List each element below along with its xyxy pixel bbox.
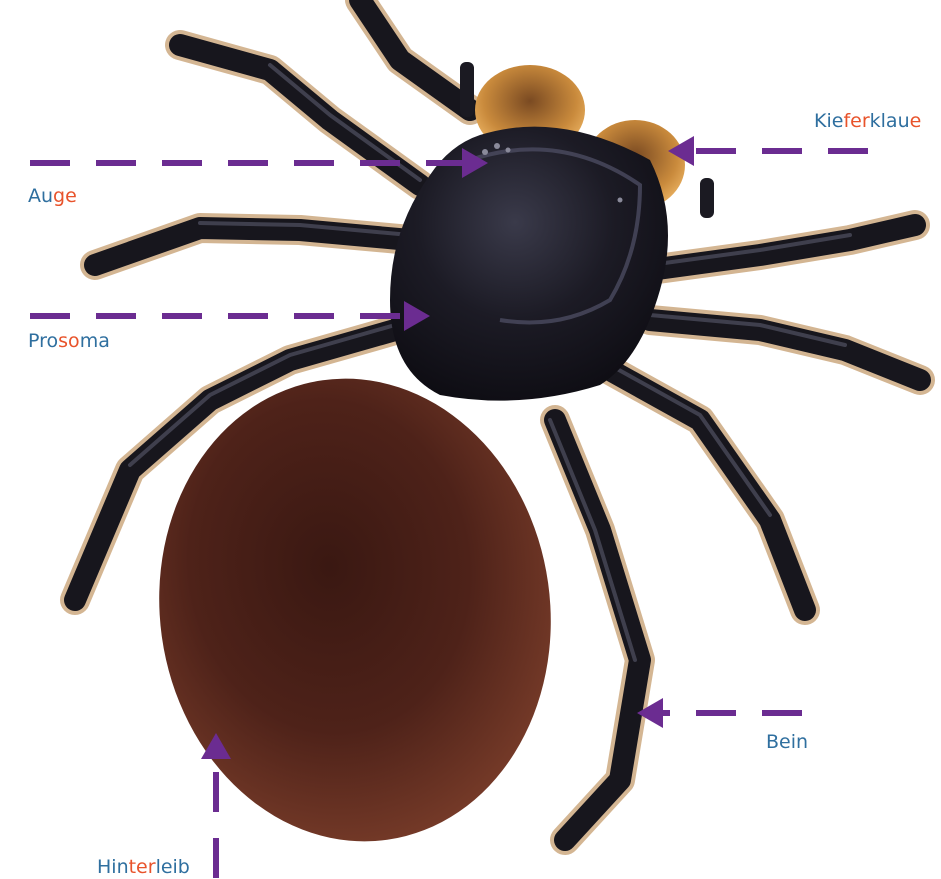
label-hinterleib: Hinterleib (97, 858, 190, 877)
auge-label-segment: Au (28, 185, 53, 207)
hinterleib-label-segment: ter (129, 856, 156, 878)
kieferklaue-label-segment: klau (870, 110, 910, 132)
hinterleib-label-segment: leib (156, 856, 190, 878)
hinterleib-label-segment: Hin (97, 856, 129, 878)
bein-label-segment: Bein (766, 731, 808, 753)
label-auge: Auge (28, 187, 77, 206)
prosoma-label-segment: ma (80, 330, 110, 352)
label-bein: Bein (766, 733, 808, 752)
kieferklaue-label-segment: fer (843, 110, 869, 132)
kieferklaue-label-segment: Kie (814, 110, 843, 132)
label-kieferklaue: Kieferklaue (814, 112, 921, 131)
prosoma-label-segment: Pro (28, 330, 58, 352)
kieferklaue-label-segment: e (910, 110, 922, 132)
prosoma-label-segment: so (58, 330, 80, 352)
auge-label-segment: ge (53, 185, 77, 207)
label-prosoma: Prosoma (28, 332, 110, 351)
